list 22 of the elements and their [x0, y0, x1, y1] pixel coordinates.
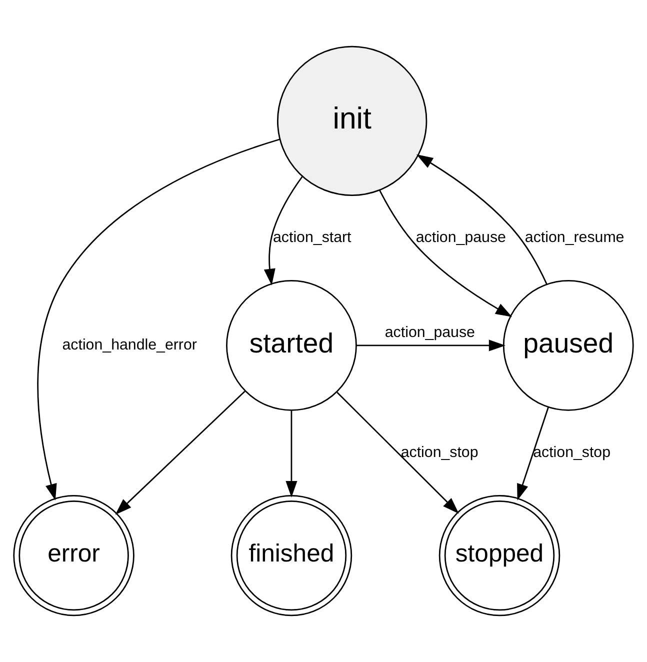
arrow — [115, 390, 246, 515]
node-circle: paused — [502, 280, 634, 411]
arrow — [264, 176, 303, 286]
node-circle: started — [226, 280, 357, 411]
edge-label: action_start — [272, 228, 352, 246]
node-circle: finished — [230, 494, 352, 616]
arrow — [416, 154, 548, 284]
edge-label: action_stop — [533, 444, 611, 461]
arrow — [286, 410, 298, 498]
node-circle: error — [13, 494, 134, 616]
edge-label: action_resume — [524, 228, 624, 246]
edge-label: action_stop — [400, 444, 478, 461]
edge-label: action_pause — [416, 228, 506, 246]
edge-label: action_pause — [384, 324, 475, 341]
arrow — [378, 190, 512, 317]
edge-label: action_handle_error — [62, 336, 197, 354]
arrow — [356, 340, 506, 352]
node-circle: init — [277, 46, 428, 196]
arrow — [517, 407, 549, 501]
node-circle: stopped — [438, 494, 560, 616]
arrow — [37, 138, 280, 501]
arrow — [336, 392, 459, 514]
